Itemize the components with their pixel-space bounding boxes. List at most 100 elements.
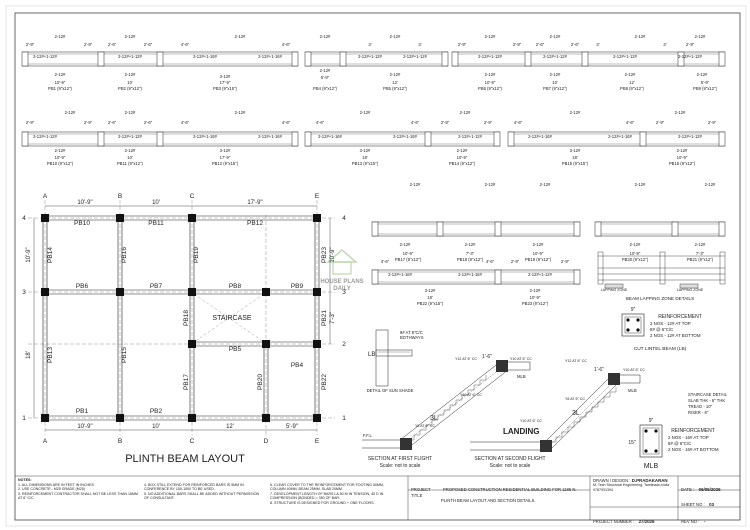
grid-label-row: 4 [342, 215, 346, 222]
plan-beam-label: PB7 [150, 283, 163, 290]
bar-top-label: 2-12# [550, 34, 561, 39]
plan-beam-label: PB23 [321, 247, 328, 263]
lap-dim: 2'-9" [441, 120, 450, 125]
lap-dim: 4'-6" [181, 42, 190, 47]
ffl-label: F.F.L [363, 433, 373, 438]
bar-bottom-label: 3-12# [220, 74, 231, 79]
bar-top-label: 2-12# [540, 182, 551, 187]
dim-bottom: 10' [152, 424, 160, 430]
watermark-text: DAILY [333, 286, 350, 292]
bar-top-label: 2-12# [695, 34, 706, 39]
dim-top: 10' [152, 200, 160, 206]
sunshade-detail: LB 8# AT 6"C/C BOTHWAYS DETAIL OF SUN SH… [367, 329, 424, 393]
grid-label-row: 2 [342, 341, 346, 348]
beam-span: 17'-9" [220, 155, 231, 160]
sheet-value: 03 [709, 502, 715, 507]
plan-beam-label: PB18 [183, 310, 190, 326]
bar-extra-label: 2-12#+1-12# [403, 54, 428, 59]
grid-label-row: 1 [22, 415, 26, 422]
beam-name: PB3 (9"x15") [213, 86, 238, 91]
beam-span: 18' [362, 155, 368, 160]
beam-elevations-row1 [21, 51, 726, 67]
note-item: 4. BOX STILL EXTEND FOR REINFORCED BARS … [144, 482, 244, 492]
bar-extra-label: 2-12#+1-16# [388, 272, 413, 277]
plan-beam-label: PB9 [291, 283, 304, 290]
dim-bottom: 10'-9" [77, 424, 92, 430]
dim-left: 18' [26, 351, 32, 359]
bar-bottom-label: 2-12# [677, 148, 688, 153]
bar-extra-label: 2-12#+1-12# [33, 54, 58, 59]
dim-left: 10'-9" [26, 247, 32, 262]
rev-value: - [703, 519, 706, 524]
lap-dim: 2'-9" [513, 42, 522, 47]
beam-span: 5'-9" [701, 80, 710, 85]
grid-label-col: A [43, 193, 48, 200]
beam-name: PB15 (9"x15") [562, 161, 589, 166]
staircase-detail-line: RISER - 6" [688, 410, 709, 415]
beam-span: 10'-9" [630, 251, 641, 256]
beam-span: 18' [572, 155, 578, 160]
beam-name: PB14 (9"x12") [449, 161, 476, 166]
lap-dim: 4'-6" [282, 120, 291, 125]
lapping-zone-label: LAPPING ZONE [601, 288, 628, 292]
grid-label-row: 3 [342, 289, 346, 296]
beam-name: PB2 (9"x12") [118, 86, 143, 91]
beam-name: PB6 (9"x12") [478, 86, 503, 91]
beam-name: PB12 (9"x15") [212, 161, 239, 166]
grid-label-row: 4 [22, 215, 26, 222]
project-number-label: PROJECT NUMBER : [593, 519, 635, 524]
bar-bottom-label: 2-12# [695, 242, 706, 247]
beam-name: PB1 (9"x12") [48, 86, 73, 91]
bar-top-label: 2-12# [485, 34, 496, 39]
lap-dim: 3' [663, 42, 666, 47]
second-flight-section: LANDING 1'-6" 3L Y12 AT 6" CC Y10 AT 6" … [470, 359, 645, 469]
bar-bottom-label: 2-12# [533, 242, 544, 247]
flight-length-label: 3L [572, 410, 580, 417]
beam-name: PB20 (9"x12") [622, 257, 649, 262]
lap-dim: 2'-6" [144, 120, 153, 125]
beam-span: 10' [127, 80, 133, 85]
bar-extra-label: 2-12#+1-12# [678, 134, 703, 139]
bar-bottom-label: 2-12# [630, 242, 641, 247]
bar-bottom-label: 2-12# [625, 72, 636, 77]
title-block-frame [15, 475, 740, 520]
note-item: 7. DEVELOPMENT LENGTH OF BARS LA 50 M IN… [270, 491, 384, 501]
bar-extra-label: 2-12#+1-12# [613, 54, 638, 59]
drawn-sub: M. Tech Structural Engineering, Tamilnad… [593, 483, 670, 487]
bar-bottom-label: 2-12# [125, 72, 136, 77]
bar-bottom-label: 2-12# [465, 242, 476, 247]
grid-label-col: C [190, 438, 195, 445]
bar-bottom-label: 3-12# [570, 148, 581, 153]
lapping-zone-label: LAPPING ZONE [677, 288, 704, 292]
bar-top-label: 2-12# [460, 110, 471, 115]
bar-top-label: 2-12# [635, 34, 646, 39]
beam-span: 18' [427, 295, 433, 300]
lap-dim: 2'-6" [108, 42, 117, 47]
plan-beam-label: PB1 [76, 408, 89, 415]
bar-bottom-label: 2-12# [550, 72, 561, 77]
date-value: 06/05/2026 [698, 487, 721, 492]
project-label: PROJECT [411, 487, 431, 492]
lap-dim: 2'-9" [458, 42, 467, 47]
beam-span: 10'-9" [485, 80, 496, 85]
project-value: PROPOSED CONSTRUCTION RESIDENTIAL BUILDI… [443, 487, 577, 492]
bar-note: Y8 AT 6" CC [415, 424, 435, 428]
beam-span: 10'-9" [55, 155, 66, 160]
date-label: DATE : [681, 487, 695, 492]
beam-span: 7'-3" [696, 251, 705, 256]
lintel-reinf-line: 2 NOS - 12# AT BOTTOM [650, 333, 701, 338]
beam-name: PB10 (9"x12") [47, 161, 74, 166]
bar-top-label: 2-12# [65, 110, 76, 115]
beam-lapping-zone-detail [597, 251, 726, 289]
lintel-size: 9" [631, 307, 636, 313]
rev-cell: REV NO : - [681, 510, 739, 524]
beam-span: 10'-9" [457, 155, 468, 160]
sunshade-note: 8# AT 6"C/C [400, 330, 423, 335]
lap-dim: 2'-9" [484, 120, 493, 125]
mlb-caption: MLB [644, 463, 659, 470]
beam-span: 5'-9" [321, 75, 330, 80]
beam-name: PB18 (9"x12") [457, 257, 484, 262]
lap-dim: 2'-9" [84, 42, 93, 47]
bar-extra-label: 2-12#+1-16# [458, 272, 483, 277]
